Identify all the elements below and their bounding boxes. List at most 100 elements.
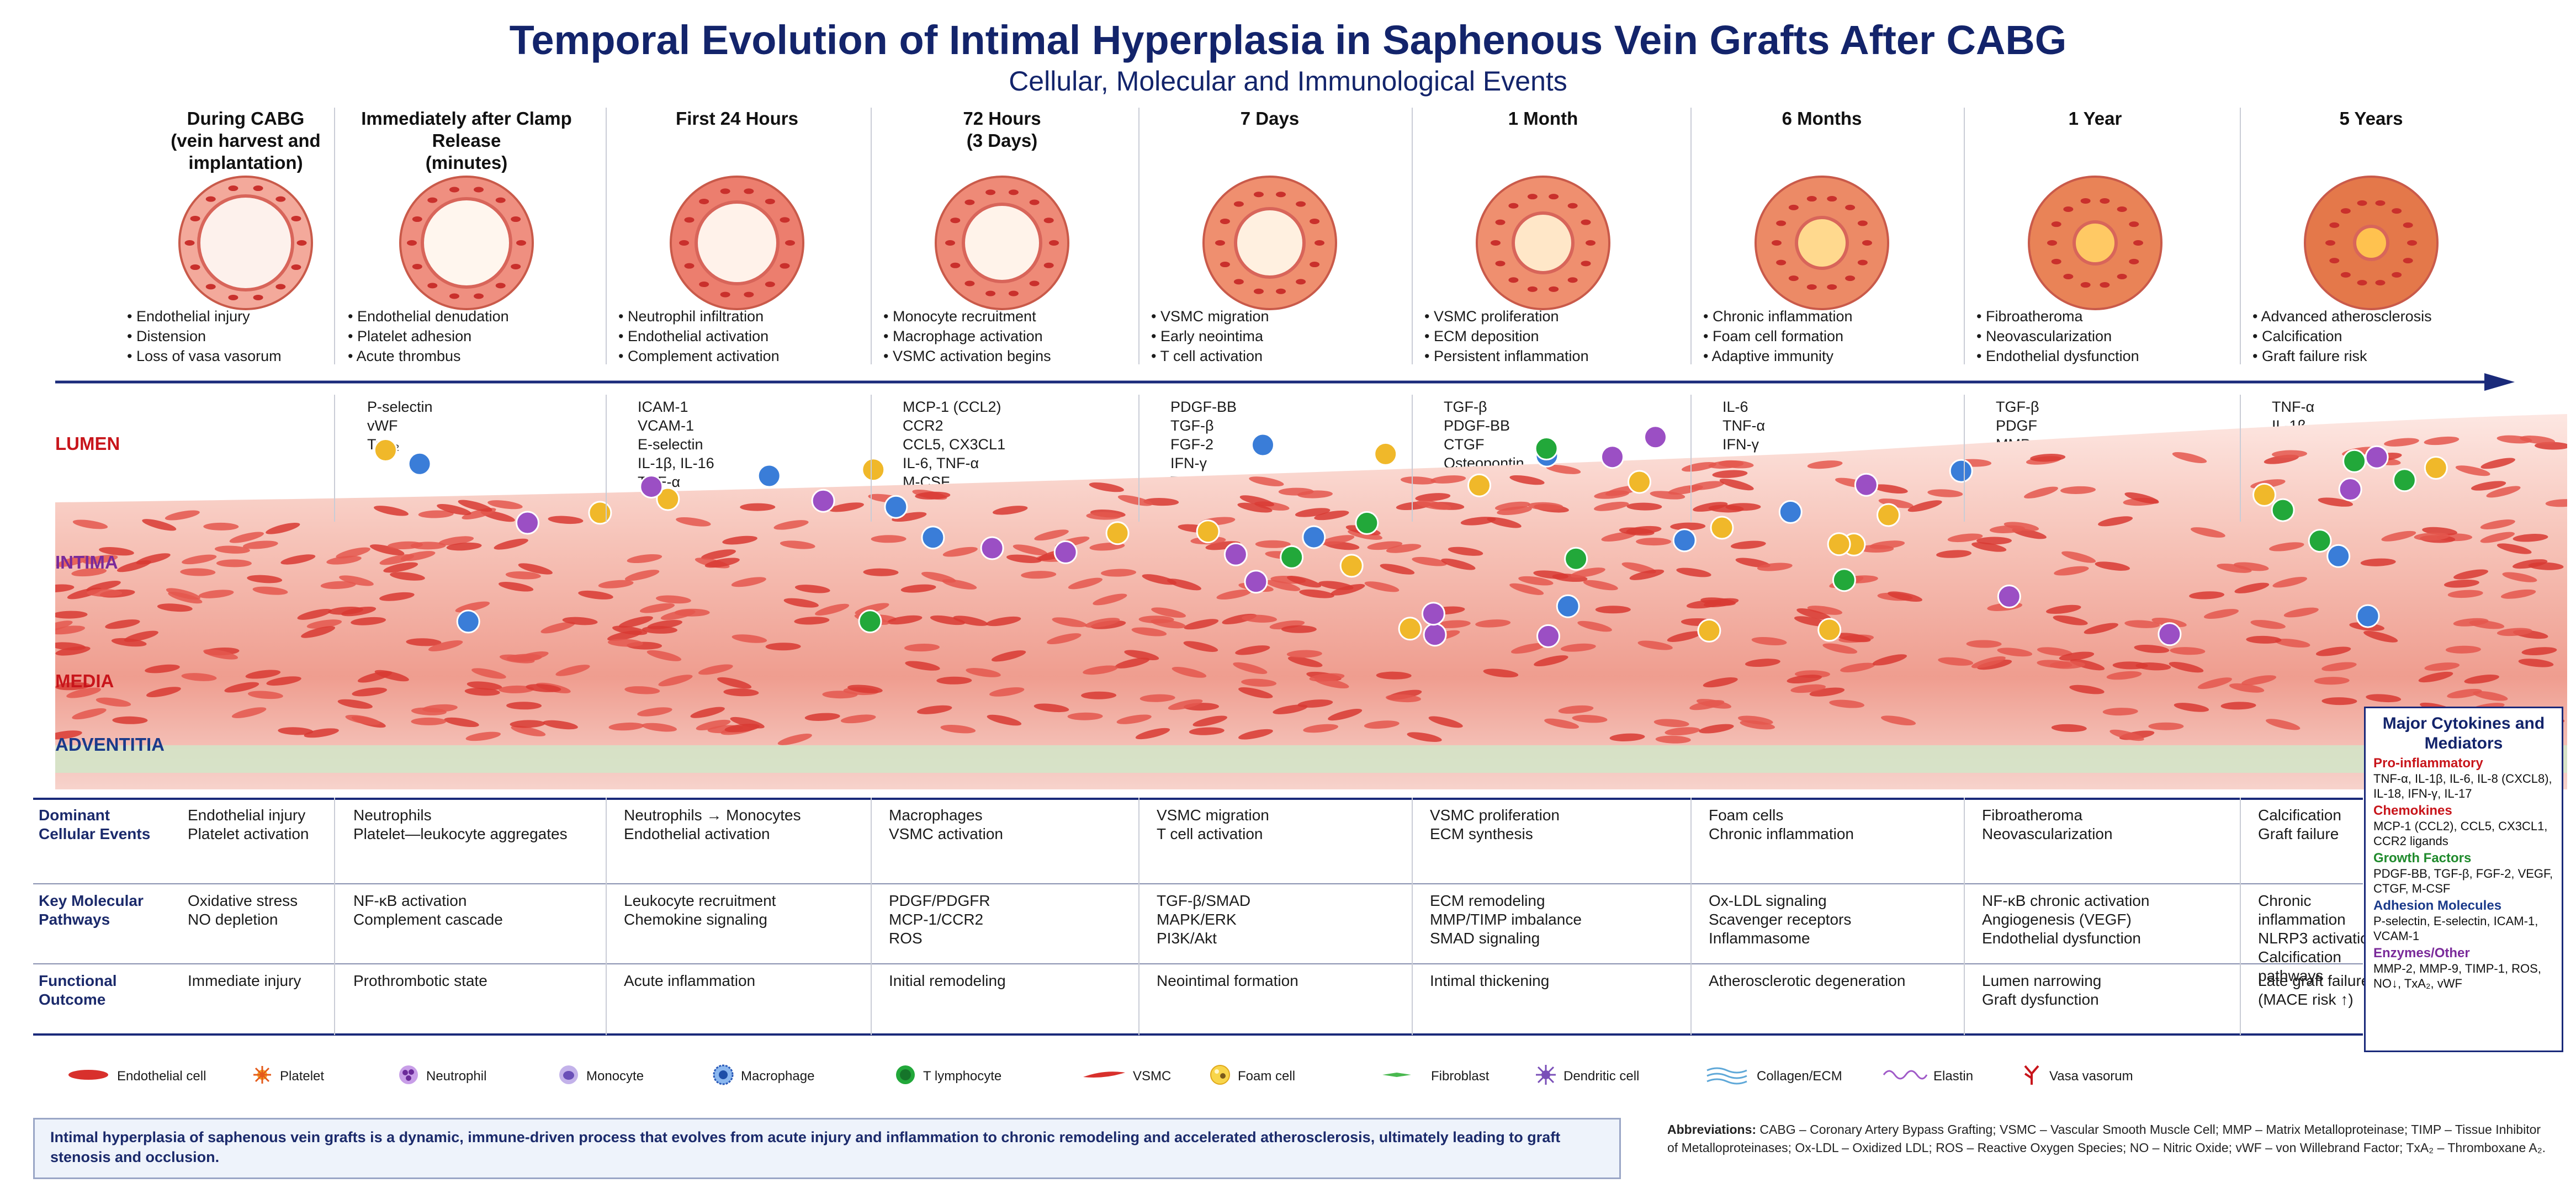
wall-cell <box>407 240 417 246</box>
vsmc-cell <box>1416 500 1451 510</box>
table-cell: Immediate injury <box>188 972 301 989</box>
vsmc-cell <box>2480 458 2515 469</box>
adventitia-band <box>55 745 2567 773</box>
immune-cell <box>1827 532 1851 556</box>
table-column-separator <box>2240 798 2241 1035</box>
wall-cell <box>228 294 238 300</box>
vsmc-cell <box>1287 656 1323 667</box>
vsmc-cell <box>1938 657 1974 666</box>
wall-cell <box>427 283 438 289</box>
wall-cell <box>2100 198 2110 204</box>
vsmc-cell <box>690 707 725 718</box>
vsmc-cell <box>722 535 757 545</box>
immune-cell <box>1697 618 1721 643</box>
wall-cell <box>1276 288 1286 294</box>
vsmc-cell <box>1380 564 1415 575</box>
wall-cell <box>205 196 216 202</box>
vessel-lumen <box>1795 216 1849 270</box>
event-item: VSMC migration <box>1151 306 1269 326</box>
vsmc-cell <box>1428 716 1463 728</box>
wall-cell <box>495 197 506 203</box>
table-cell: NF-κB activation Complement cascade <box>353 892 503 928</box>
wall-cell <box>1495 219 1506 225</box>
vsmc-cell <box>428 640 463 651</box>
table-cell: Neutrophils Platelet—leukocyte aggregate… <box>353 807 568 842</box>
vsmc-cell <box>1787 675 1822 684</box>
molecule-item: TNF-α <box>2272 399 2315 415</box>
vessel-cross-section <box>2028 176 2162 310</box>
legend-item: Monocyte <box>558 1065 644 1087</box>
vsmc-cell <box>1184 619 1219 630</box>
vsmc-cell <box>904 644 940 652</box>
vsmc-cell <box>2030 454 2066 462</box>
wall-cell <box>1310 262 1320 268</box>
molecule-item: IFN-γ <box>1722 436 1759 453</box>
vsmc-cell <box>72 708 107 720</box>
vessel-lumen <box>197 194 294 291</box>
immune-cell <box>2271 498 2295 522</box>
vsmc-cell <box>242 540 278 549</box>
table-cell: Endothelial injury Platelet activation <box>188 807 309 842</box>
vsmc-cell <box>214 545 250 554</box>
vsmc-cell <box>455 601 490 613</box>
vsmc-cell <box>598 580 634 588</box>
wall-cell <box>1567 203 1578 209</box>
vsmc-cell <box>374 506 409 516</box>
vsmc-cell <box>444 717 479 728</box>
vsmc-cell <box>203 649 238 660</box>
vsmc-cell <box>1626 526 1662 534</box>
wall-cell <box>2375 200 2386 206</box>
vsmc-cell <box>2500 589 2536 599</box>
molecule-item: VCAM-1 <box>638 417 695 434</box>
immune-cell <box>1534 437 1559 460</box>
vsmc-cell <box>499 685 534 693</box>
vsmc-cell <box>1509 475 1545 485</box>
event-item: Acute thrombus <box>348 346 509 366</box>
vsmc-cell <box>2444 579 2479 588</box>
vsmc-cell <box>1570 567 1605 578</box>
vsmc-cell <box>2037 647 2073 656</box>
immune-cell <box>1223 542 1248 566</box>
molecule-item: TGF-β <box>1444 399 1487 415</box>
table-cell: Prothrombotic state <box>353 972 487 989</box>
vsmc-cell <box>2471 481 2506 491</box>
vsmc-cell <box>1233 662 1268 674</box>
wall-cell <box>1491 240 1501 246</box>
vsmc-cell <box>55 646 91 656</box>
vsmc-cell <box>607 639 643 647</box>
column-separator <box>1412 108 1413 364</box>
vsmc-cell <box>224 682 259 693</box>
phase-title: 1 Year <box>2068 108 2122 129</box>
vsmc-cell <box>1629 569 1665 580</box>
vsmc-cell <box>229 532 264 543</box>
wall-cell <box>744 291 754 298</box>
vsmc-cell <box>1873 484 1908 494</box>
immune-cell <box>1997 585 2021 608</box>
wall-cell <box>1845 204 1856 210</box>
wall-cell <box>780 217 790 223</box>
immune-cell <box>757 464 781 488</box>
molecule-item: TNF-α <box>1722 417 1766 434</box>
vsmc-cell <box>1013 544 1048 556</box>
vsmc-cell <box>1936 550 1972 558</box>
vsmc-cell <box>2480 532 2515 543</box>
vsmc-cell <box>56 555 91 567</box>
vsmc-cell <box>247 575 283 583</box>
vsmc-cell <box>266 522 300 534</box>
vsmc-cell <box>1331 583 1365 596</box>
vsmc-cell <box>1237 502 1273 513</box>
vsmc-cell <box>2445 645 2481 654</box>
vsmc-cell <box>1319 535 1355 545</box>
vsmc-cell <box>1167 579 1201 591</box>
phase-header: 72 Hours(3 Days) <box>872 108 1132 152</box>
vsmc-cell <box>646 650 682 661</box>
mediator-items: PDGF-BB, TGF-β, FGF-2, VEGF, CTGF, M-CSF <box>2373 867 2553 895</box>
mediator-items: MCP-1 (CCL2), CCL5, CX3CL1, CCR2 ligands <box>2373 819 2548 848</box>
legend-label: Elastin <box>1933 1069 1974 1084</box>
vsmc-cell <box>1189 727 1225 735</box>
immune-cell <box>980 536 1004 560</box>
event-item: Endothelial injury <box>127 306 282 326</box>
vsmc-cell <box>2220 702 2256 710</box>
vsmc-cell <box>658 675 693 687</box>
vsmc-cell <box>794 617 830 625</box>
